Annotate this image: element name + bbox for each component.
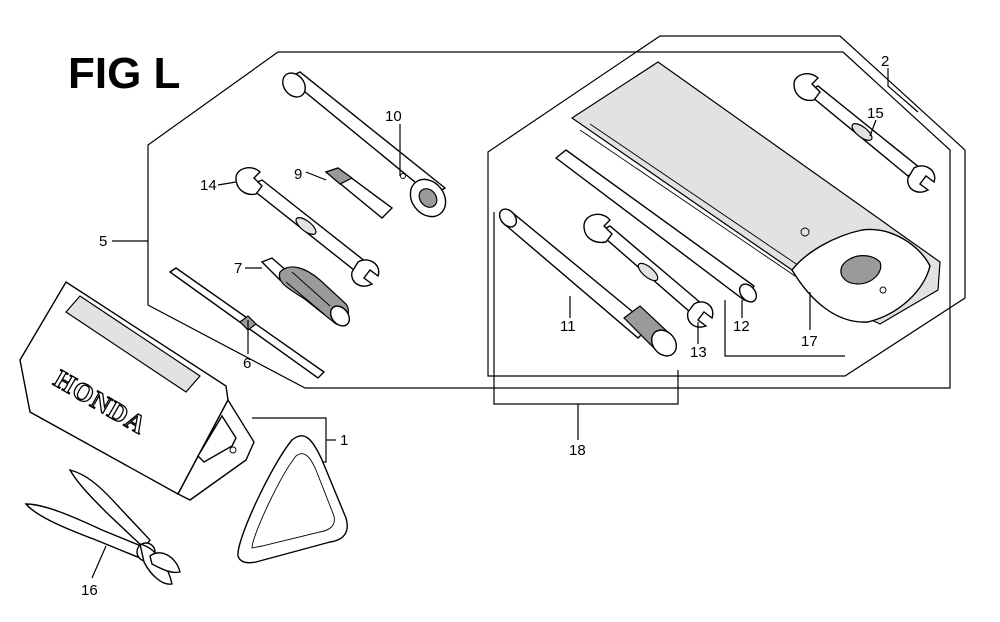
callout-5: 5	[99, 233, 107, 250]
part-tool-case: HONDA	[19, 281, 255, 501]
leader-2	[887, 68, 919, 113]
part-socket-wrench	[498, 208, 678, 357]
part-screwdriver-shaft	[168, 267, 326, 379]
callout-9: 9	[294, 166, 302, 183]
inner-outline-bag	[724, 300, 845, 357]
leader-16	[91, 545, 107, 579]
figure-title: FIG L	[68, 49, 180, 98]
part-screwdriver-bit	[324, 167, 394, 219]
callout-14: 14	[200, 177, 217, 194]
group-outline-toolset	[147, 51, 951, 389]
part-case-end-cap	[237, 435, 348, 564]
callout-15: 15	[867, 105, 884, 122]
callout-6: 6	[243, 355, 251, 372]
callout-17: 17	[801, 333, 818, 350]
callout-numbers: 2 10 15 9 14 5 7 11 12 17 13 6 1 18 16	[81, 53, 889, 599]
part-open-end-wrench-bag	[793, 73, 936, 193]
part-open-end-wrench-small	[235, 167, 380, 287]
callout-13: 13	[690, 344, 707, 361]
bracket-18	[493, 212, 679, 405]
callout-1: 1	[340, 432, 348, 449]
callout-16: 16	[81, 582, 98, 599]
callout-10: 10	[385, 108, 402, 125]
leader-lines	[91, 68, 919, 579]
leader-15	[869, 119, 877, 137]
callout-12: 12	[733, 318, 750, 335]
part-extension-bar	[554, 149, 758, 303]
leader-14	[217, 181, 237, 186]
callout-18: 18	[569, 442, 586, 459]
part-screwdriver-handle	[260, 257, 351, 327]
group-outline-toolbag	[487, 35, 966, 377]
leader-9	[305, 171, 327, 181]
part-box-wrench	[282, 71, 447, 218]
callout-7: 7	[234, 260, 242, 277]
part-open-end-wrench-large	[583, 213, 714, 328]
part-tool-bag	[570, 61, 941, 325]
callout-2: 2	[881, 53, 889, 70]
callout-11: 11	[560, 318, 576, 335]
part-pliers	[24, 468, 181, 585]
